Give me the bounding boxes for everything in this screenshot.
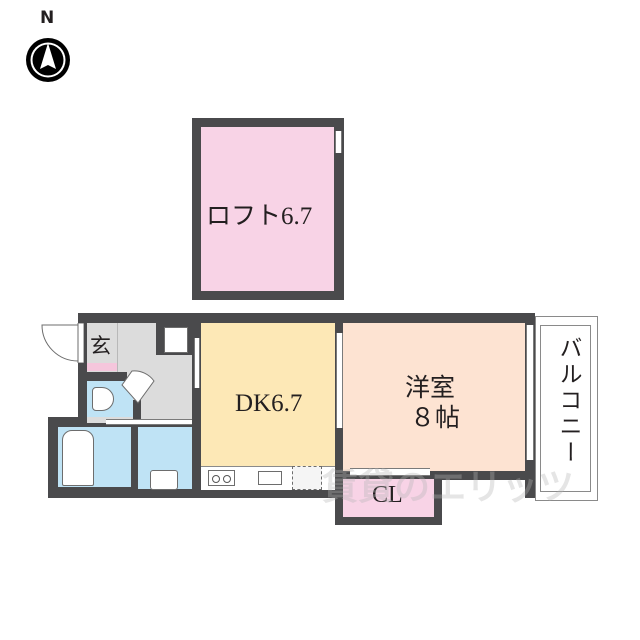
fridge-space — [292, 466, 322, 490]
watermark: 賃貸のエリッツ — [322, 467, 575, 508]
north-arrow-icon — [25, 37, 71, 83]
main-outer-wall-left-upper — [78, 313, 87, 421]
bathtub — [62, 430, 94, 486]
balcony-inner — [540, 325, 591, 492]
entrance-mat — [87, 363, 117, 371]
dk-left-sliding-door[interactable] — [194, 338, 200, 388]
kitchen-sink — [258, 471, 282, 485]
loft-window — [335, 131, 342, 153]
stove-burners — [208, 470, 235, 486]
dk-label: DK6.7 — [235, 390, 303, 417]
western-room-label-line1: 洋室 — [405, 375, 456, 402]
north-label: N — [40, 8, 55, 28]
balcony — [535, 316, 598, 501]
closet-door[interactable] — [350, 468, 430, 476]
dk-bottom-wall — [192, 489, 344, 498]
closet-floor — [343, 479, 434, 517]
bath-door[interactable] — [106, 419, 192, 425]
western-room-floor — [343, 323, 525, 471]
shoe-cabinet — [164, 327, 188, 353]
washbasin — [150, 470, 178, 490]
toilet-wall-right — [133, 400, 141, 425]
toilet-fixture — [92, 387, 114, 411]
closet-label: CL — [372, 482, 403, 508]
toilet-door[interactable] — [118, 367, 158, 405]
bath-wash-divider — [131, 425, 138, 487]
toilet-wall-top — [87, 372, 127, 381]
entrance-label: 玄 — [90, 334, 111, 358]
western-balcony-window[interactable] — [526, 325, 534, 460]
main-outer-wall-top — [78, 313, 535, 323]
dk-floor — [201, 323, 335, 466]
western-room-label-line2: ８帖 — [410, 405, 461, 432]
dk-left-wall — [192, 323, 201, 493]
dk-western-sliding-door[interactable] — [336, 333, 343, 428]
balcony-label: バルコニー — [556, 336, 581, 466]
entry-door[interactable] — [40, 322, 85, 364]
loft-floor — [201, 127, 334, 291]
loft-label: ロフト6.7 — [206, 203, 313, 230]
